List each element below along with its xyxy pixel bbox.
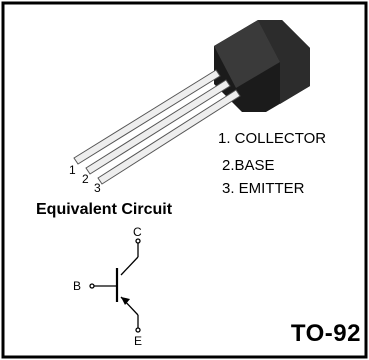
equivalent-circuit-title: Equivalent Circuit bbox=[36, 201, 173, 218]
collector-terminal bbox=[135, 238, 141, 244]
emitter-terminal bbox=[135, 327, 141, 333]
pin-label-collector: 1. COLLECTOR bbox=[218, 130, 327, 147]
base-letter: B bbox=[73, 279, 82, 293]
pin-label-base: 2.BASE bbox=[222, 157, 275, 174]
base-terminal bbox=[89, 283, 95, 289]
transistor-body bbox=[214, 20, 310, 112]
transistor-leads bbox=[73, 69, 241, 185]
emitter-letter: E bbox=[134, 334, 143, 348]
emitter-arrow bbox=[121, 297, 130, 305]
package-name: TO-92 bbox=[290, 320, 361, 347]
lead-number-3: 3 bbox=[94, 181, 101, 195]
lead-3 bbox=[97, 89, 241, 185]
lead-2 bbox=[85, 79, 231, 175]
collector-letter: C bbox=[133, 225, 142, 239]
lead-1 bbox=[73, 69, 221, 165]
lead-number-1: 1 bbox=[69, 163, 76, 177]
pin-label-emitter: 3. EMITTER bbox=[222, 180, 305, 197]
equivalent-circuit-symbol bbox=[89, 238, 141, 333]
lead-number-2: 2 bbox=[82, 172, 89, 186]
